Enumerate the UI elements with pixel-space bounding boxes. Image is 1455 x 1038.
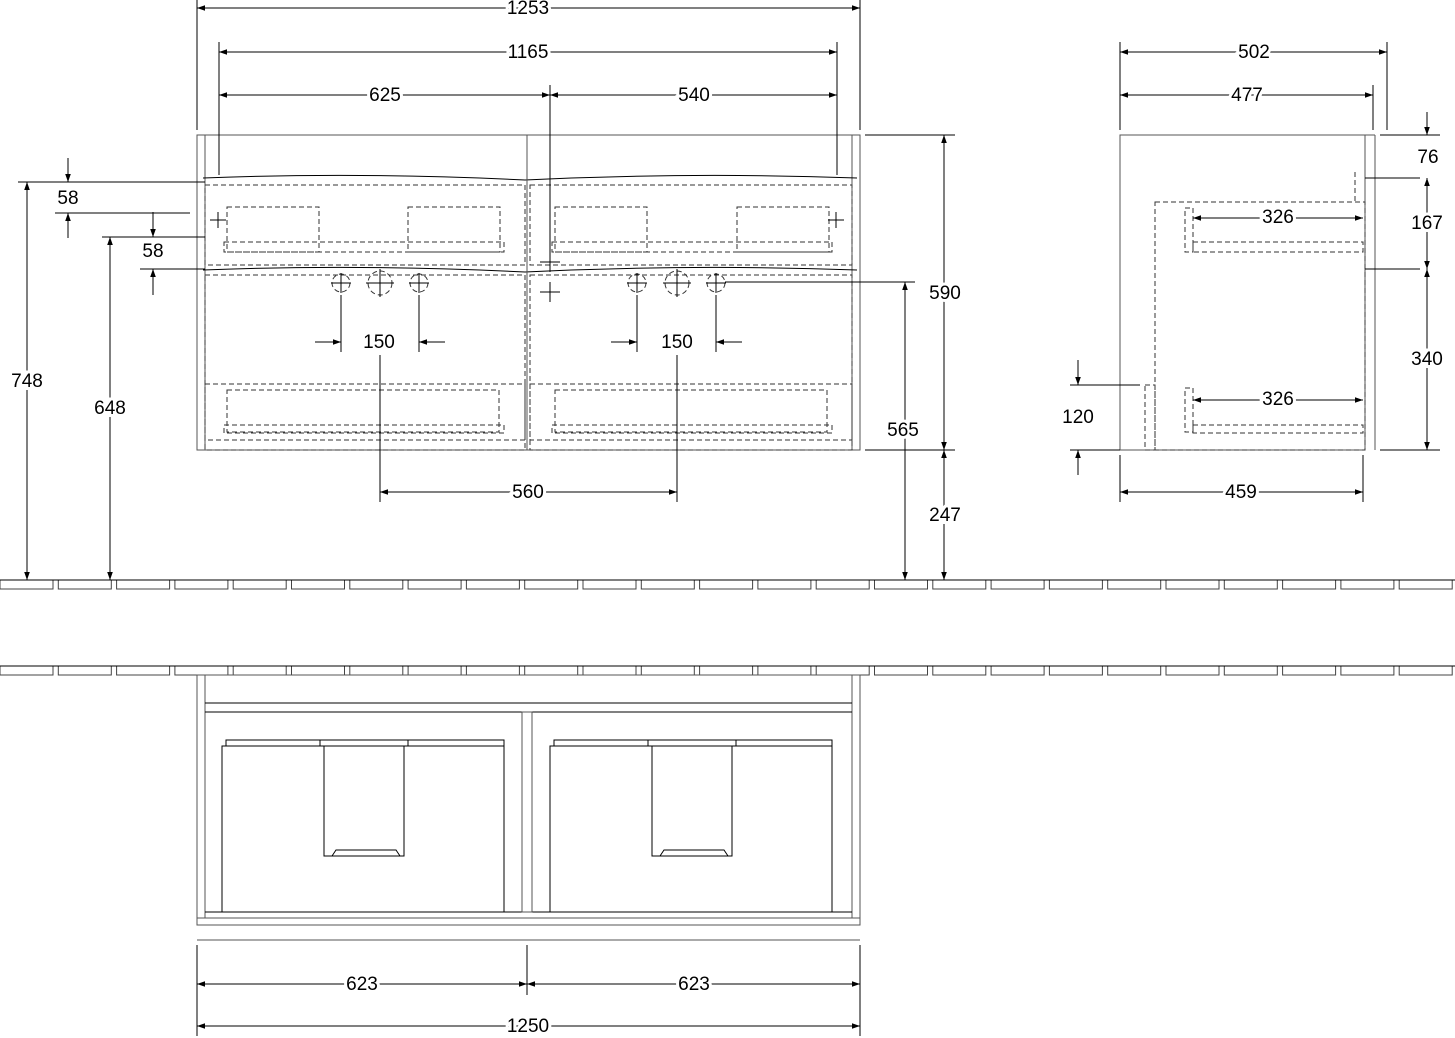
floor-tile [524,665,579,676]
tap-holes [210,212,844,302]
floor-tile [757,579,812,590]
floor-tile [1107,579,1162,590]
floor-line-front [0,579,1455,590]
floor-tile [116,665,171,676]
floor-tile [232,579,287,590]
front-dimensions: 1253 1165 625 540 58 58 748 648 150 150 … [8,0,964,580]
floor-tile [407,579,462,590]
dim-1253: 1253 [507,0,549,19]
floor-tile [990,579,1045,590]
floor-tile [349,665,404,676]
side-dimensions: 502 477 76 167 340 120 326 326 459 [1059,39,1446,506]
dim-623-right: 623 [678,974,710,995]
floor-tile [1165,665,1220,676]
floor-tile [699,665,754,676]
floor-tile [1107,665,1162,676]
floor-tile [1048,579,1103,590]
floor-tile [57,665,112,676]
floor-tile [1048,665,1103,676]
dim-247: 247 [929,505,961,526]
dim-58-second: 58 [142,241,163,262]
dim-625: 625 [369,85,401,106]
dim-590: 590 [929,283,961,304]
floor-tile [57,579,112,590]
floor-tile [874,665,928,676]
floor-tile [0,665,54,676]
floor-tile [1340,665,1395,676]
floor-tile [582,579,637,590]
dim-76: 76 [1417,147,1438,168]
dim-502: 502 [1238,42,1270,63]
floor-tile [1282,665,1337,676]
dim-120: 120 [1062,407,1094,428]
floor-tile [932,665,987,676]
floor-tile [1398,579,1453,590]
floor-tile [582,665,637,676]
floor-tile [815,665,870,676]
floor-tile [757,665,812,676]
floor-tile [1398,665,1453,676]
floor-tile [699,579,754,590]
dim-540: 540 [678,85,710,106]
dim-623-left: 623 [346,974,378,995]
floor-tile [640,579,695,590]
floor-tile [291,579,345,590]
dim-326-lower: 326 [1262,389,1294,410]
floor-tile [815,579,870,590]
floor-tile [174,665,229,676]
front-view-cabinet [196,134,861,451]
dim-1250: 1250 [507,1016,549,1037]
floor-tile [465,579,520,590]
dim-326-upper: 326 [1262,207,1294,228]
dim-560: 560 [512,482,544,503]
floor-tile [990,665,1045,676]
top-dimensions: 623 623 1250 [196,945,861,1038]
floor-tile [116,579,171,590]
floor-tile [874,579,928,590]
floor-tile [407,665,462,676]
dim-167: 167 [1411,213,1443,234]
dim-477: 477 [1231,85,1263,106]
floor-tile [932,579,987,590]
floor-tile [524,579,579,590]
top-view-cabinet [196,674,861,941]
dim-748: 748 [11,371,43,392]
dim-150-left: 150 [363,332,395,353]
floor-tile [291,665,345,676]
floor-tile [232,665,287,676]
dim-565: 565 [887,420,919,441]
floor-tile [640,665,695,676]
floor-tile [174,579,229,590]
floor-tile [1223,579,1278,590]
dim-340: 340 [1411,349,1443,370]
floor-tile [1223,665,1278,676]
floor-line-top [0,665,1455,676]
side-view-cabinet [1119,134,1420,451]
floor-tile [349,579,404,590]
floor-tile [1282,579,1337,590]
dim-648: 648 [94,398,126,419]
floor-tile [1340,579,1395,590]
dim-58-top: 58 [57,188,78,209]
dim-1165: 1165 [508,42,549,63]
floor-tile [1165,579,1220,590]
dim-459: 459 [1225,482,1257,503]
floor-tile [0,579,54,590]
floor-tile [465,665,520,676]
dim-150-right: 150 [661,332,693,353]
